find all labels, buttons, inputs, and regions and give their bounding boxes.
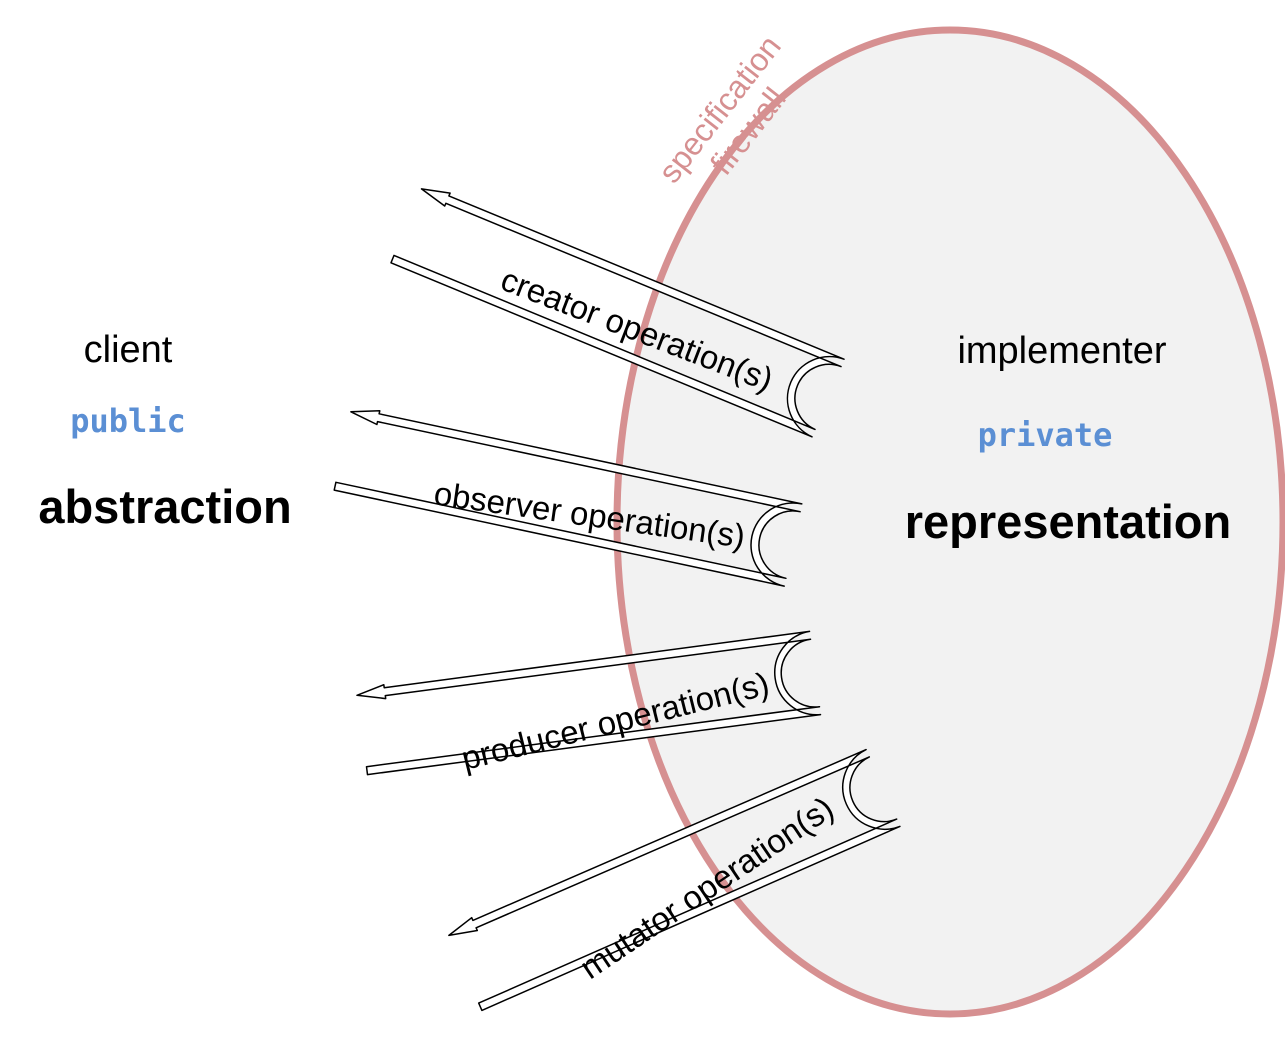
- mutator-operation-arrow: [448, 748, 901, 1012]
- specification-firewall-boundary: [613, 26, 1285, 1018]
- producer-operation-arrow: [356, 630, 822, 776]
- private-keyword: private: [978, 416, 1113, 454]
- client-label: client: [84, 329, 173, 371]
- creator-operation-arrow: [390, 188, 845, 438]
- observer-operation-arrow: [333, 410, 803, 587]
- implementer-label: implementer: [957, 330, 1166, 372]
- operation-arrows: [333, 188, 901, 1012]
- abstraction-label: abstraction: [38, 480, 291, 533]
- representation-label: representation: [905, 495, 1231, 548]
- public-keyword: public: [70, 402, 186, 440]
